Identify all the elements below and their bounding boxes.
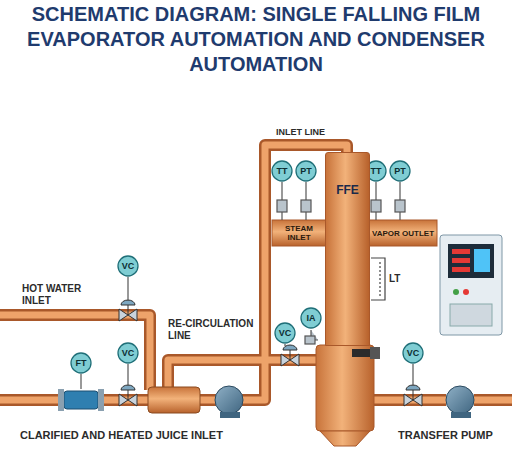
bubble-circle bbox=[272, 161, 292, 181]
vessel-tag: FFE bbox=[336, 183, 359, 197]
transfer-pump bbox=[446, 386, 474, 418]
instrument-tag: TT bbox=[371, 166, 382, 176]
control-valves bbox=[119, 300, 422, 406]
control-panel bbox=[440, 235, 502, 335]
instrument-bubble: PT bbox=[295, 160, 317, 182]
instrument-tag: VC bbox=[122, 261, 135, 271]
label-text: LT bbox=[389, 273, 403, 284]
bubble-circle bbox=[296, 161, 316, 181]
bubble-circle bbox=[301, 308, 321, 328]
bubble-circle bbox=[118, 256, 138, 276]
instrument-tag: VC bbox=[407, 348, 420, 358]
label-text: HOT WATER INLET bbox=[22, 283, 102, 307]
diagram-title: SCHEMATIC DIAGRAM: SINGLE FALLING FILM E… bbox=[26, 2, 486, 77]
label-text: INLET LINE bbox=[276, 127, 356, 138]
steam-inlet-pipe bbox=[272, 220, 326, 246]
bubble-circle bbox=[275, 323, 295, 343]
instrument-tag: PT bbox=[300, 166, 312, 176]
vessel-body bbox=[316, 345, 380, 446]
bubble-circle bbox=[403, 343, 423, 363]
label-text: STEAM INLET bbox=[273, 224, 325, 242]
instrument-tag: IA bbox=[307, 313, 316, 323]
feed-pump bbox=[215, 386, 243, 418]
flow-meter bbox=[58, 389, 104, 411]
mixing-tank bbox=[148, 387, 200, 413]
label-text: CLARIFIED AND HEATED JUICE INLET bbox=[20, 429, 280, 442]
instrument-tag: PT bbox=[394, 166, 406, 176]
vapor-outlet-pipe bbox=[369, 220, 437, 246]
instrument-bubble: VC bbox=[117, 255, 139, 277]
instrument-tag: VC bbox=[279, 328, 292, 338]
label-text: TRANSFER PUMP bbox=[398, 429, 508, 442]
instrument-bubble: TT bbox=[271, 160, 293, 182]
bubble-circle bbox=[118, 343, 138, 363]
instrument-tag: VC bbox=[122, 348, 135, 358]
instrument-tag: TT bbox=[277, 166, 288, 176]
label-text: RE-CIRCULATION LINE bbox=[168, 318, 256, 342]
bubble-circle bbox=[71, 353, 91, 373]
instrument-bubble: FT bbox=[70, 352, 92, 374]
instrument-bubble: VC bbox=[402, 342, 424, 364]
evaporator-vessel: FFE bbox=[325, 152, 370, 346]
pipes bbox=[0, 145, 512, 400]
instrument-bubble: VC bbox=[117, 342, 139, 364]
instrument-bubble: VC bbox=[274, 322, 296, 344]
instrument-bubble: PT bbox=[389, 160, 411, 182]
instrument-bubble: IA bbox=[300, 307, 322, 329]
bubble-circle bbox=[390, 161, 410, 181]
level-transmitter bbox=[371, 258, 385, 300]
label-text: VAPOR OUTLET bbox=[369, 229, 437, 238]
instrument-tag: FT bbox=[76, 358, 87, 368]
